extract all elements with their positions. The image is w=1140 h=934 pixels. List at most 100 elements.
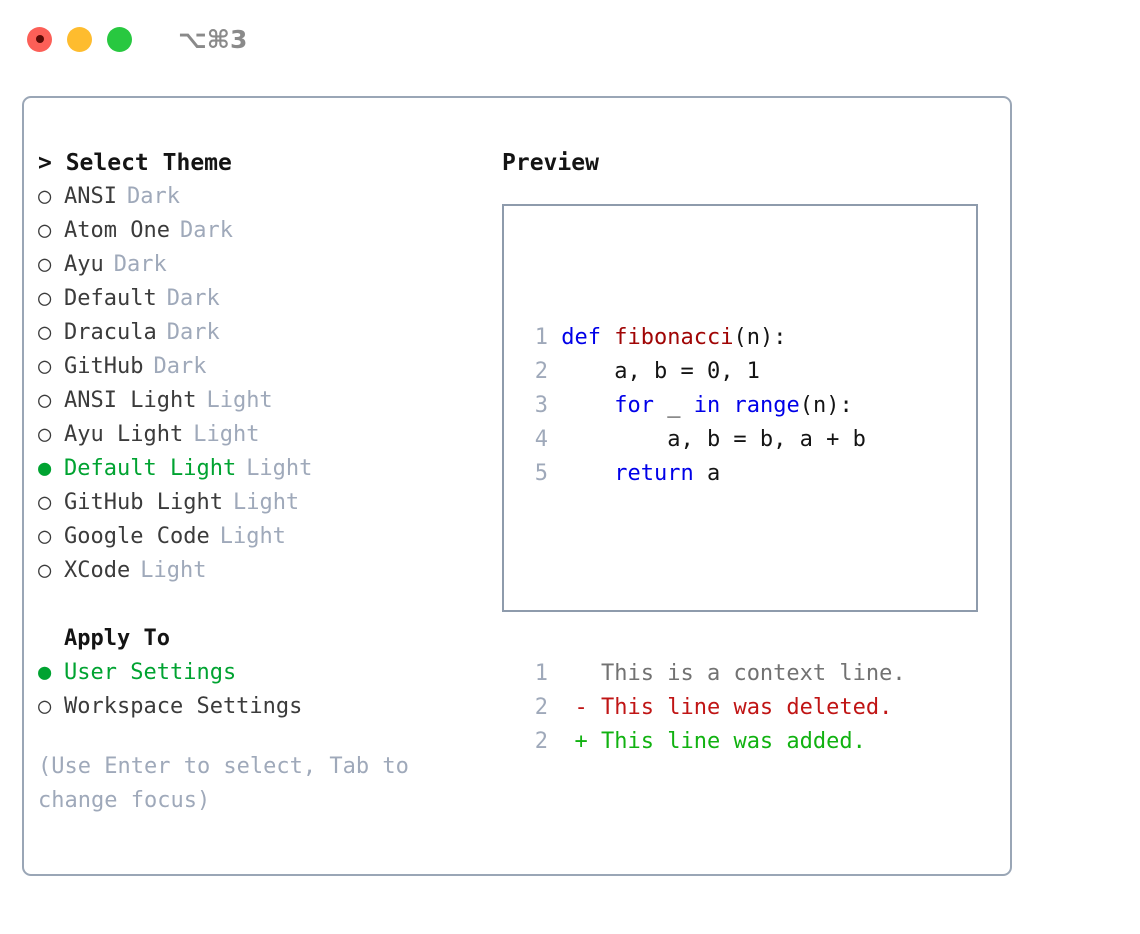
close-window-button[interactable] — [27, 26, 52, 52]
theme-option-kind: Light — [246, 456, 313, 481]
theme-option-kind: Light — [219, 524, 286, 549]
theme-option-kind: Dark — [126, 184, 180, 209]
radio-unselected-icon: ○ — [38, 694, 52, 719]
radio-unselected-icon: ○ — [38, 422, 52, 447]
theme-picker-header: > Select Theme — [38, 150, 232, 176]
diff-line-2: 2 + This line was added. — [522, 725, 906, 759]
apply-to-option-0[interactable]: ●User Settings — [38, 656, 498, 690]
preview-title: Preview — [502, 150, 599, 176]
preview-column: Preview 1 def fibonacci(n): 2 a, b = 0, 1… — [502, 146, 1002, 754]
code-line-0: 1 def fibonacci(n): — [522, 321, 906, 355]
diff-text: This line was deleted. — [587, 695, 893, 720]
code-token: fibonacci — [614, 325, 734, 350]
code-token: in — [693, 393, 734, 418]
line-number: 2 — [534, 729, 548, 754]
theme-option-2[interactable]: ○ Ayu Dark — [38, 248, 498, 282]
window-titlebar: ⌥⌘3 — [0, 0, 1140, 78]
code-block: 1 def fibonacci(n): 2 a, b = 0, 1 3 for _ … — [522, 321, 906, 491]
theme-option-label: Ayu — [64, 252, 104, 277]
code-diff-gap — [522, 559, 906, 589]
theme-option-label: ANSI — [64, 184, 117, 209]
theme-option-label: ANSI Light — [64, 388, 197, 413]
diff-line-1: 2 - This line was deleted. — [522, 691, 906, 725]
code-token: (n): — [799, 393, 853, 418]
line-number: 2 — [534, 359, 548, 384]
preview-code: 1 def fibonacci(n): 2 a, b = 0, 1 3 for _ … — [522, 253, 906, 827]
apply-to-header: Apply To — [64, 626, 170, 651]
theme-option-label: Atom One — [64, 218, 170, 243]
theme-option-label: Dracula — [64, 320, 157, 345]
theme-option-label: GitHub — [64, 354, 144, 379]
theme-option-10[interactable]: ○ Google Code Light — [38, 520, 498, 554]
traffic-light-group — [27, 26, 132, 52]
line-number: 4 — [534, 427, 548, 452]
line-number: 2 — [534, 695, 548, 720]
theme-option-3[interactable]: ○ Default Dark — [38, 282, 498, 316]
keyboard-hint-text: (Use Enter to select, Tab to change focu… — [38, 754, 409, 813]
apply-to-option-1[interactable]: ○ Workspace Settings — [38, 690, 498, 724]
code-token — [561, 461, 614, 486]
radio-unselected-icon: ○ — [38, 218, 52, 243]
diff-sign: + — [574, 729, 588, 754]
theme-option-kind: Dark — [166, 286, 220, 311]
radio-unselected-icon: ○ — [38, 490, 52, 515]
theme-option-kind: Light — [206, 388, 273, 413]
minimize-window-button[interactable] — [67, 26, 92, 52]
code-token: _ — [653, 393, 694, 418]
diff-block: 1 This is a context line. 2 - This line w… — [522, 657, 906, 759]
line-number: 1 — [534, 325, 548, 350]
radio-unselected-icon: ○ — [38, 252, 52, 277]
code-token: for — [614, 393, 654, 418]
theme-option-kind: Light — [140, 558, 207, 583]
code-token: range — [733, 393, 800, 418]
code-token: (n): — [733, 325, 787, 350]
apply-to-option-label: Workspace Settings — [64, 694, 303, 719]
preview-box: 1 def fibonacci(n): 2 a, b = 0, 1 3 for _ … — [502, 204, 978, 754]
radio-unselected-icon: ○ — [38, 524, 52, 549]
line-number: 3 — [534, 393, 548, 418]
theme-option-6[interactable]: ○ ANSI Light Light — [38, 384, 498, 418]
diff-sign: - — [574, 695, 588, 720]
theme-option-label: Ayu Light — [64, 422, 184, 447]
theme-option-label: Google Code — [64, 524, 210, 549]
theme-option-label: XCode — [64, 558, 131, 583]
code-line-3: 4 a, b = b, a + b — [522, 423, 906, 457]
list-spacer — [38, 588, 498, 622]
line-number: 5 — [534, 461, 548, 486]
theme-option-kind: Dark — [153, 354, 207, 379]
radio-unselected-icon: ○ — [38, 388, 52, 413]
code-token: a — [693, 461, 721, 486]
theme-option-label: Default — [64, 286, 157, 311]
code-token: a, b = 0, 1 — [561, 359, 760, 384]
radio-unselected-icon: ○ — [38, 286, 52, 311]
code-line-2: 3 for _ in range(n): — [522, 389, 906, 423]
theme-option-label: GitHub Light — [64, 490, 223, 515]
code-token: a, b = b, a + b — [561, 427, 866, 452]
code-line-4: 5 return a — [522, 457, 906, 491]
line-number: 1 — [534, 661, 548, 686]
diff-text: This line was added. — [587, 729, 866, 754]
diff-sign — [575, 661, 588, 686]
apply-to-option-label: User Settings — [64, 660, 237, 685]
radio-selected-icon: ● — [38, 456, 52, 481]
theme-option-label: Default Light — [64, 456, 237, 481]
theme-option-kind: Dark — [113, 252, 167, 277]
apply-to-list[interactable]: ●User Settings ○ Workspace Settings — [38, 656, 498, 724]
theme-option-4[interactable]: ○ Dracula Dark — [38, 316, 498, 350]
code-token: return — [614, 461, 694, 486]
theme-option-kind: Dark — [166, 320, 220, 345]
diff-text: This is a context line. — [587, 661, 906, 686]
code-token — [561, 393, 614, 418]
maximize-window-button[interactable] — [107, 26, 132, 52]
radio-unselected-icon: ○ — [38, 320, 52, 345]
theme-option-8[interactable]: ● Default Light Light — [38, 452, 498, 486]
window-title: ⌥⌘3 — [178, 24, 248, 54]
